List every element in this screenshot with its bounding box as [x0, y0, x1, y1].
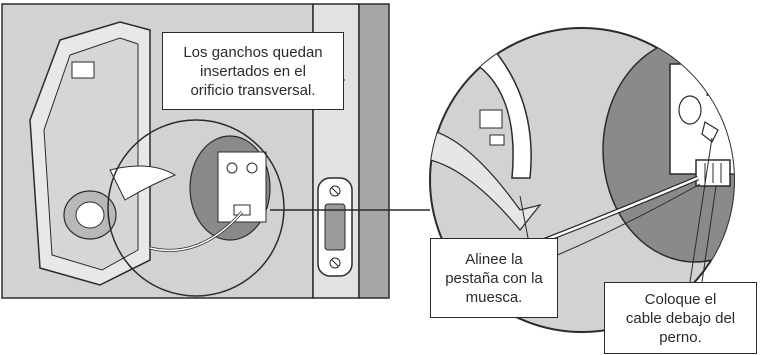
pointer-tab — [519, 195, 529, 239]
lock-interior — [29, 21, 177, 286]
callout-cable-line2: cable debajo del — [625, 309, 736, 327]
callout-tab: Alinee la pestaña con la muesca. — [430, 238, 558, 318]
door-side — [358, 3, 390, 299]
callout-cable-line3: perno. — [659, 328, 702, 346]
callout-tab-line1: Alinee la — [465, 250, 523, 268]
callout-hooks: Los ganchos quedan insertados en el orif… — [162, 32, 344, 110]
callout-hooks-line3: orificio transversal. — [190, 81, 316, 99]
callout-hooks-line1: Los ganchos quedan — [183, 43, 323, 61]
pointer-cable — [701, 185, 717, 283]
callout-cable-line1: Coloque el — [644, 290, 717, 308]
hook-part — [468, 43, 532, 179]
latch-plate — [317, 177, 353, 277]
zoom-circle-small — [107, 119, 285, 297]
callout-tab-line3: muesca. — [465, 288, 523, 306]
callout-hooks-line2: insertados en el — [200, 62, 306, 80]
callout-tab-line2: pestaña con la — [445, 269, 543, 287]
connector-small — [233, 204, 251, 216]
notch — [701, 121, 719, 143]
pointer-notch — [689, 137, 713, 283]
callout-cable: Coloque el cable debajo del perno. — [604, 282, 757, 354]
